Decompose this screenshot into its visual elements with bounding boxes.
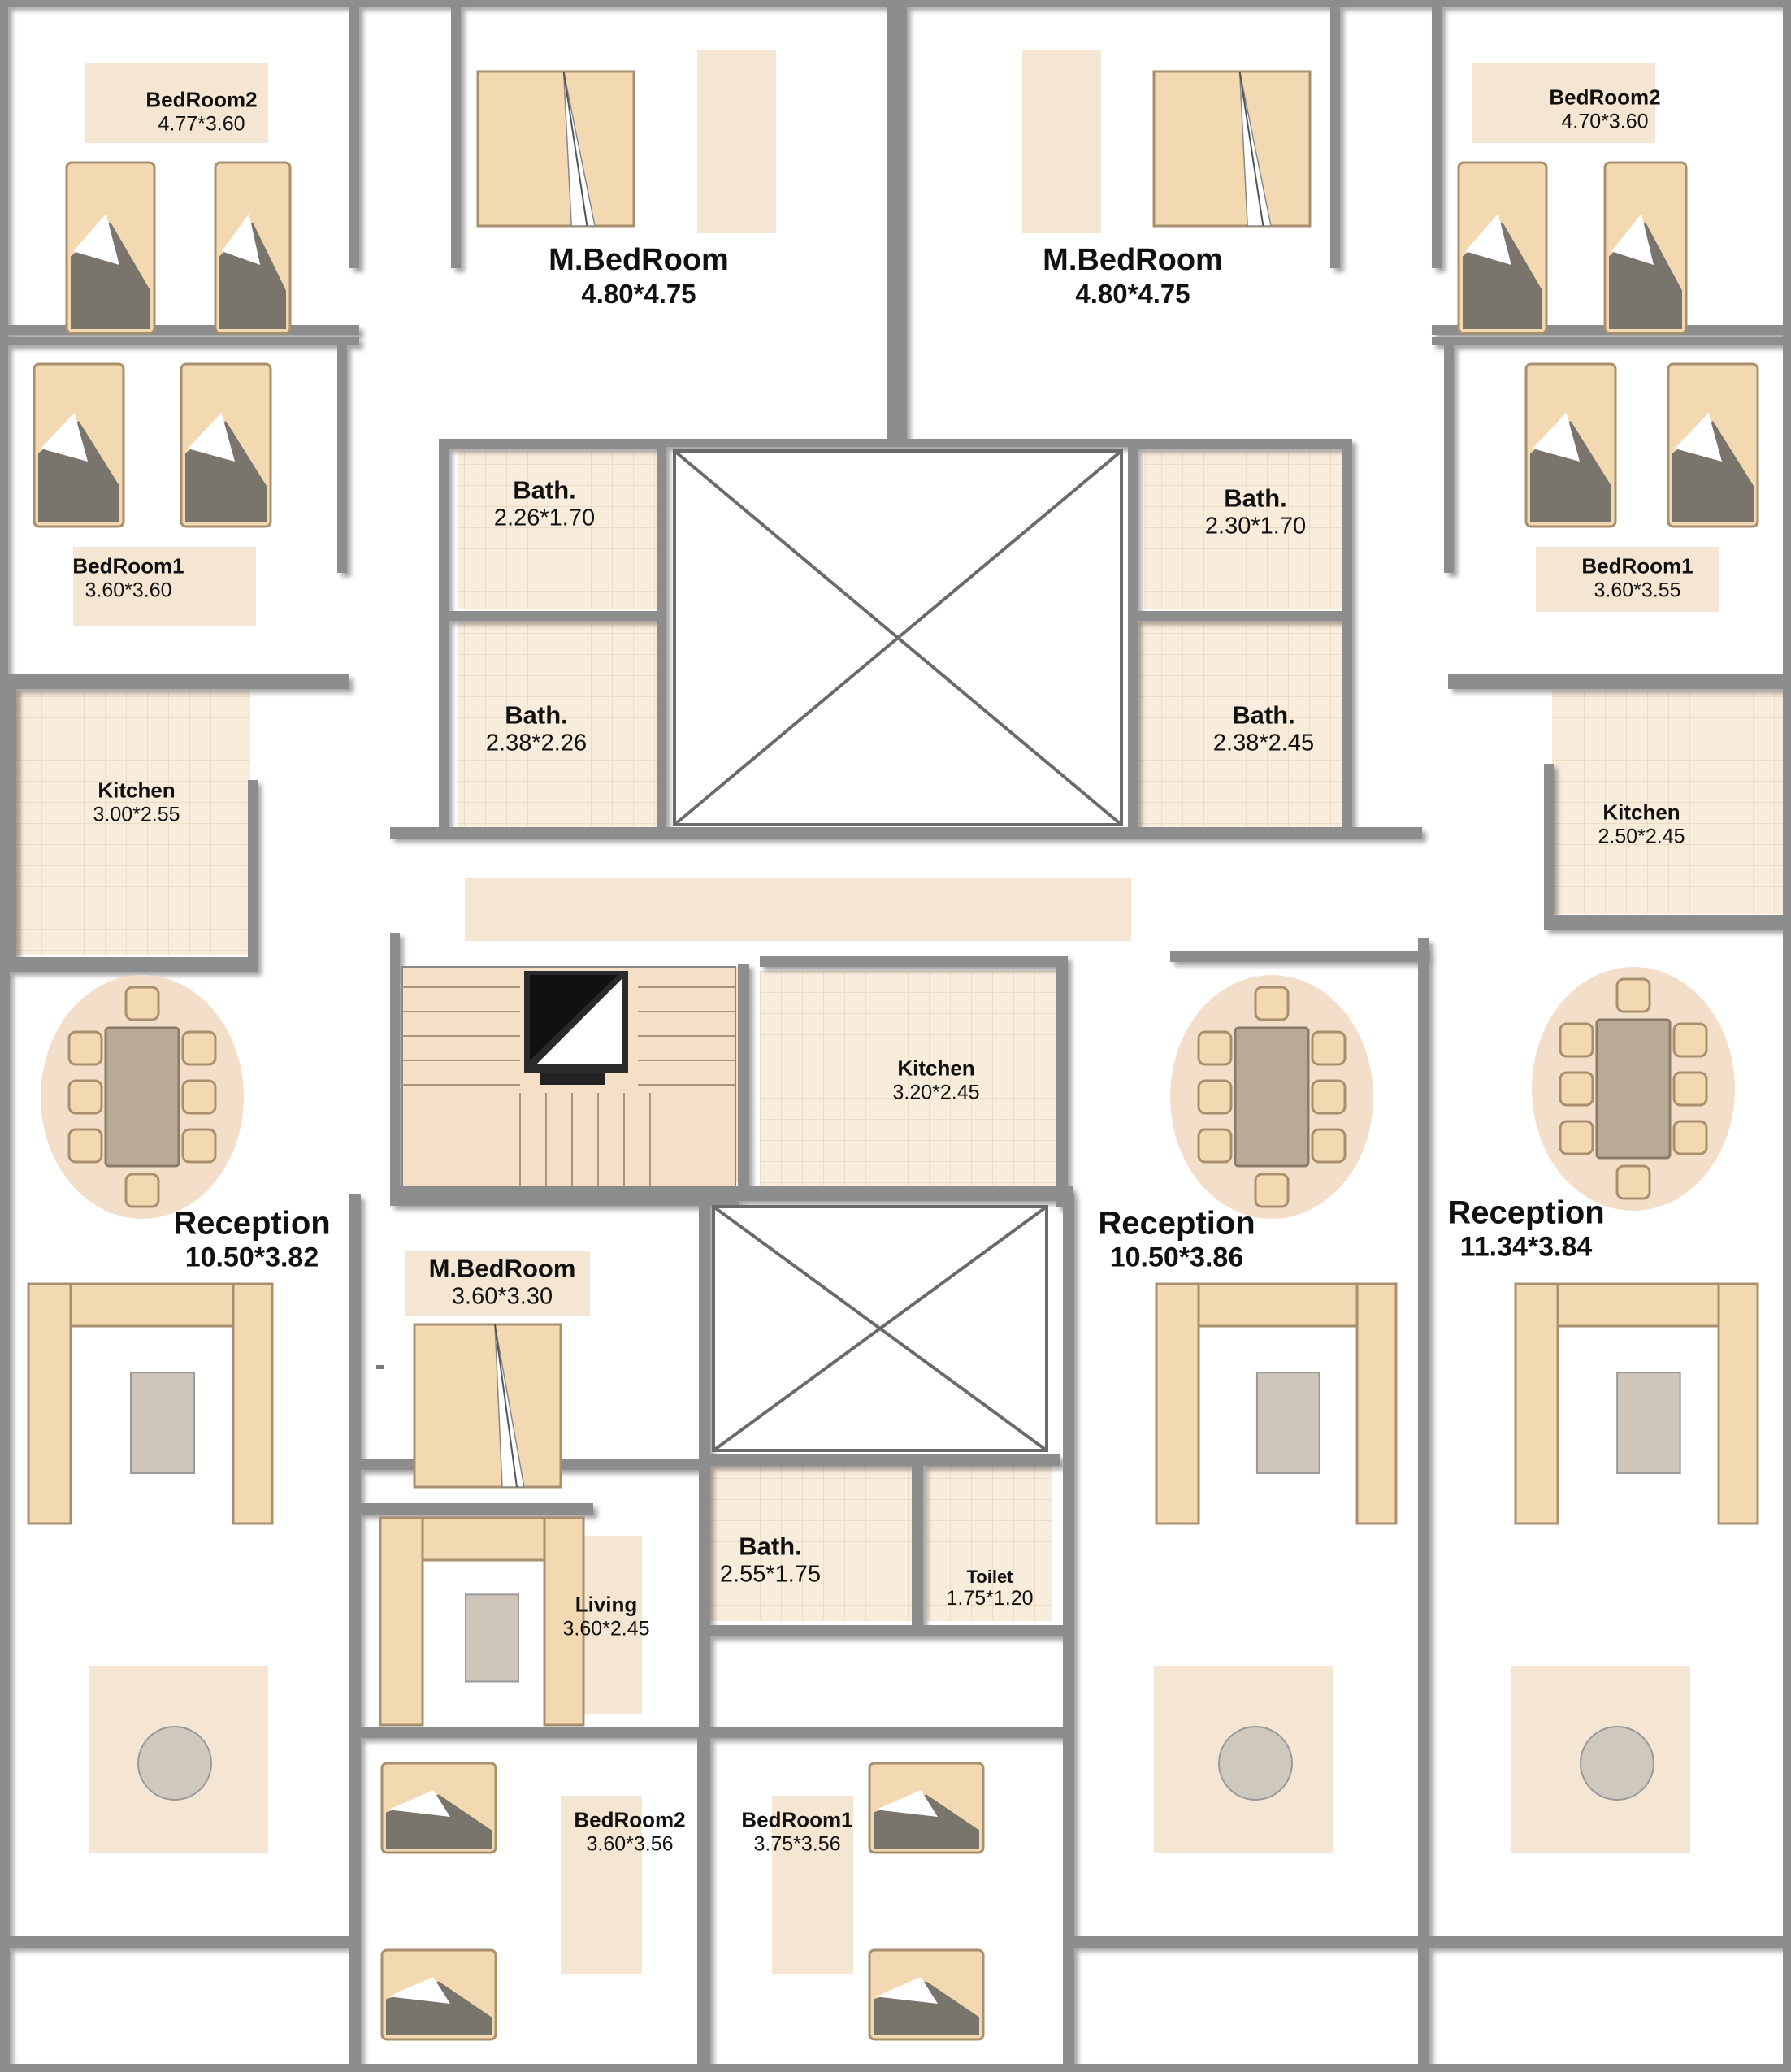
room-dimensions: 3.75*3.56: [753, 1832, 841, 1856]
double-bed: [476, 70, 635, 228]
dining-table: [1532, 967, 1735, 1211]
dining-table: [1170, 975, 1373, 1219]
room-dimensions: 4.80*4.75: [581, 278, 696, 309]
room-name: Kitchen: [897, 1056, 975, 1081]
room-dimensions: 3.60*2.45: [562, 1617, 650, 1641]
room-dimensions: 10.50*3.86: [1109, 1242, 1244, 1273]
twin-bed: [868, 1948, 985, 2041]
sectional-sofa: [1514, 1282, 1759, 1525]
room-name: Reception: [1098, 1205, 1255, 1242]
twin-bed: [1603, 161, 1688, 335]
twin-bed: [380, 1762, 497, 1854]
twin-bed: [65, 161, 156, 335]
side-table: [1580, 1726, 1654, 1801]
room-name: M.BedRoom: [549, 243, 729, 278]
room-name: BedRoom1: [1581, 553, 1693, 579]
dining-tables: [41, 967, 1735, 1219]
room-name: BedRoom2: [1549, 85, 1661, 110]
room-name: Bath.: [739, 1532, 802, 1561]
twin-bed: [868, 1762, 985, 1854]
room-label-bath-n1: Bath.2.26*1.70: [494, 476, 595, 532]
twin-bed: [33, 362, 125, 528]
room-dimensions: 2.30*1.70: [1204, 513, 1307, 540]
twin-bed: [1457, 161, 1548, 335]
room-dimensions: 2.38*2.45: [1212, 730, 1315, 756]
room-dimensions: 3.00*2.55: [93, 803, 180, 826]
room-dimensions: 4.70*3.60: [1561, 110, 1649, 133]
room-name: Reception: [173, 1205, 331, 1242]
twin-bed: [1667, 362, 1759, 528]
room-dimensions: 3.20*2.45: [892, 1081, 980, 1104]
side-table: [1218, 1726, 1293, 1801]
dining-table: [41, 975, 244, 1219]
room-dimensions: 4.80*4.75: [1075, 278, 1190, 309]
room-dimensions: 1.75*1.20: [946, 1587, 1034, 1610]
room-dimensions: 2.55*1.75: [719, 1561, 822, 1588]
room-name: M.BedRoom: [1043, 243, 1223, 278]
room-dimensions: 10.50*3.82: [184, 1242, 319, 1273]
room-name: Reception: [1447, 1194, 1605, 1231]
twin-bed: [380, 1948, 497, 2041]
double-bed: [1152, 70, 1312, 228]
room-label-bath-n2: Bath.2.30*1.70: [1205, 484, 1306, 540]
room-dimensions: 4.77*3.60: [158, 112, 245, 136]
sectional-sofa: [379, 1516, 585, 1727]
room-name: Toilet: [966, 1566, 1013, 1587]
sectional-sofa: [1155, 1282, 1398, 1525]
furniture: [27, 70, 1759, 2041]
room-dimensions: 2.26*1.70: [493, 505, 596, 531]
room-name: Living: [575, 1592, 638, 1617]
room-name: BedRoom1: [741, 1807, 853, 1832]
sectional-sofa: [27, 1282, 274, 1525]
room-name: Kitchen: [98, 778, 176, 803]
room-name: M.BedRoom: [428, 1254, 576, 1283]
room-label-bath-m1: Bath.2.38*2.26: [486, 701, 587, 757]
room-label-bath-s: Bath.2.55*1.75: [720, 1532, 821, 1589]
room-name: Bath.: [1224, 483, 1287, 513]
twin-bed: [180, 362, 272, 528]
light-shafts: [673, 449, 1123, 1452]
room-name: Kitchen: [1602, 800, 1680, 825]
room-dimensions: 3.60*3.30: [451, 1283, 553, 1310]
twin-bed: [1524, 362, 1617, 528]
room-name: Bath.: [513, 475, 576, 505]
side-table: [137, 1726, 212, 1801]
room-name: BedRoom1: [72, 553, 184, 579]
room-name: Bath.: [505, 700, 568, 730]
room-dimensions: 2.50*2.45: [1598, 825, 1685, 848]
room-dimensions: 2.38*2.26: [485, 730, 588, 756]
room-name: BedRoom2: [145, 87, 258, 112]
room-dimensions: 3.60*3.55: [1594, 579, 1681, 602]
spacer: [376, 1365, 384, 1369]
room-name: Bath.: [1232, 700, 1295, 730]
room-dimensions: 3.60*3.56: [586, 1832, 674, 1856]
staircase: [401, 966, 736, 1187]
twin-bed: [214, 161, 292, 335]
room-dimensions: 11.34*3.84: [1459, 1231, 1593, 1263]
room-name: BedRoom2: [574, 1807, 686, 1832]
room-label-bath-m2: Bath.2.38*2.45: [1213, 701, 1314, 757]
room-dimensions: 3.60*3.60: [85, 579, 172, 602]
double-bed: [413, 1323, 562, 1489]
